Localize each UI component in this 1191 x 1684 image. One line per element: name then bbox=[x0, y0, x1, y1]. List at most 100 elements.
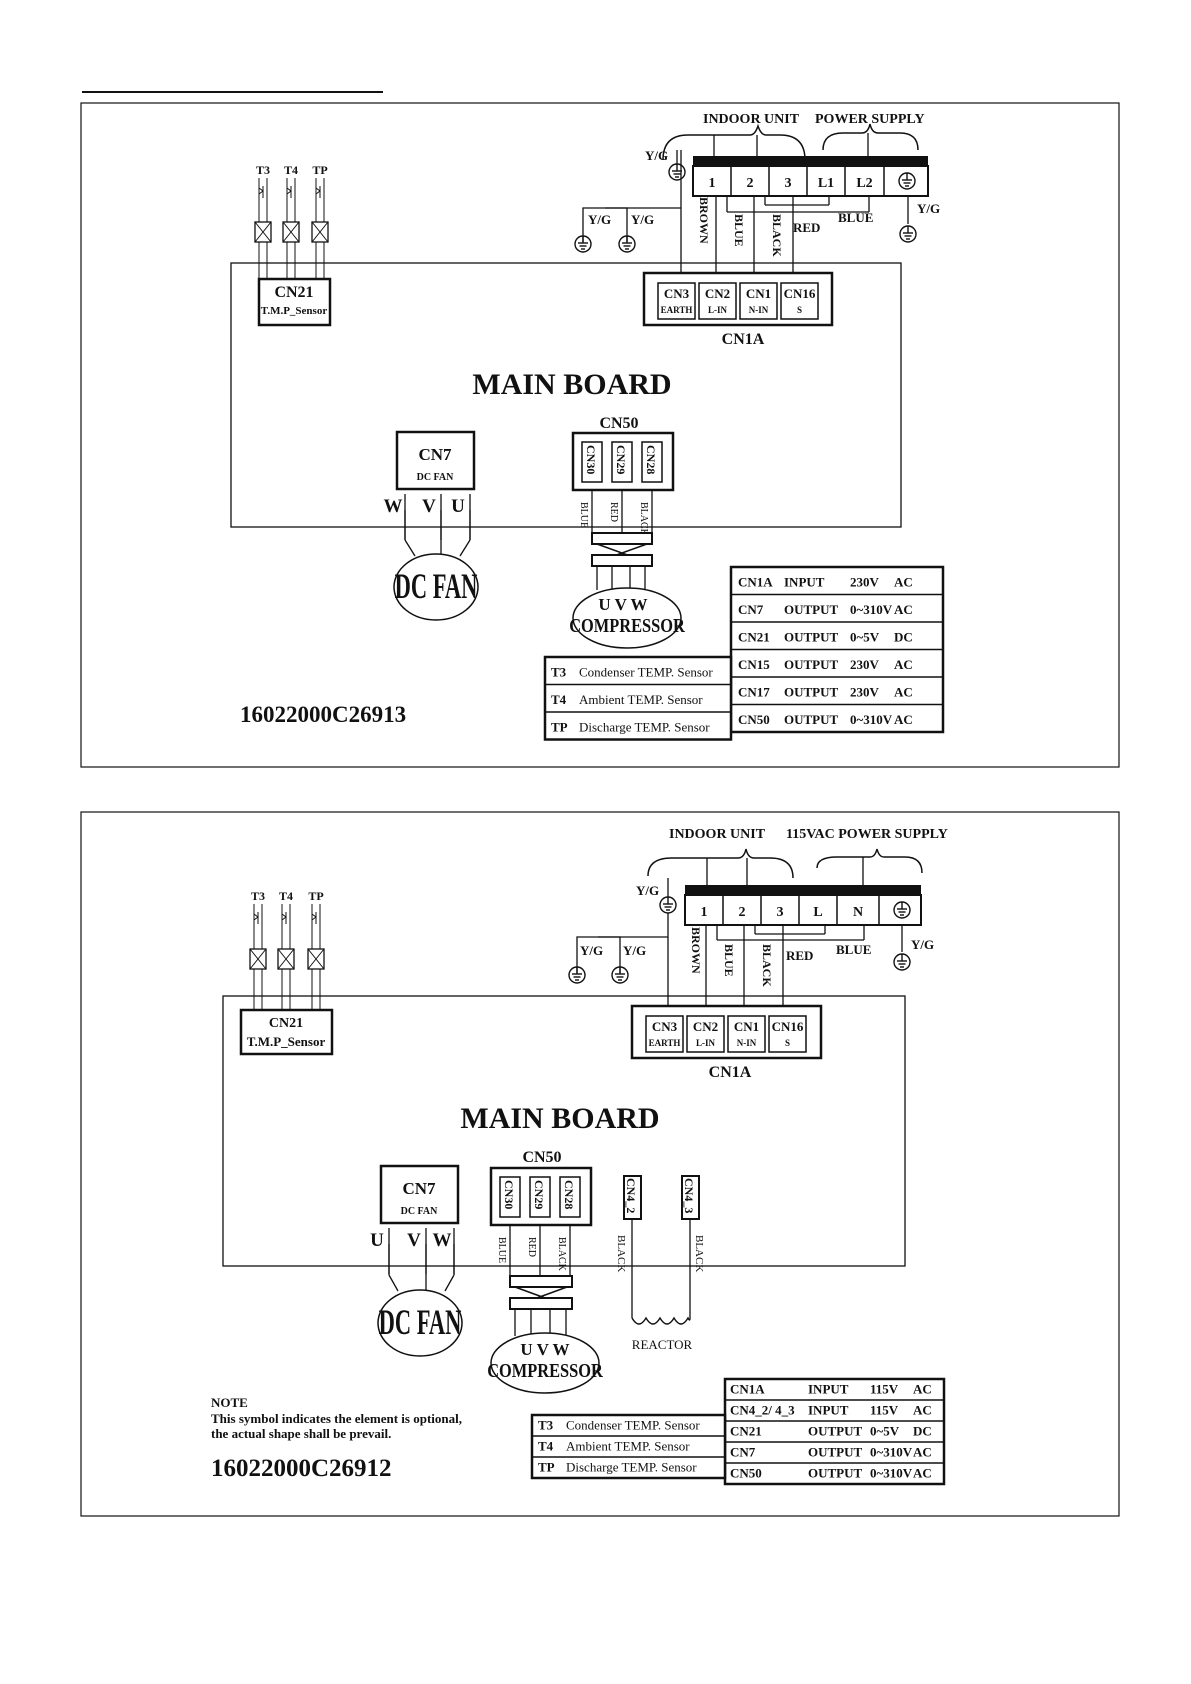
wire-label-blue: BLUE bbox=[722, 944, 736, 977]
wire-label: BLUE bbox=[496, 1237, 507, 1263]
svg-text:115V: 115V bbox=[870, 1403, 899, 1418]
yg-label-b: Y/G bbox=[631, 212, 654, 227]
part-code: 16022000C26913 bbox=[240, 702, 406, 727]
svg-text:OUTPUT: OUTPUT bbox=[784, 684, 839, 699]
svg-text:CN3: CN3 bbox=[664, 286, 690, 301]
sensor-label-t3: T3 bbox=[256, 163, 270, 177]
svg-text:230V: 230V bbox=[850, 574, 880, 589]
svg-text:DC: DC bbox=[894, 629, 913, 644]
svg-text:AC: AC bbox=[894, 574, 913, 589]
wire-label: BLACK bbox=[638, 502, 649, 537]
svg-text:CN16: CN16 bbox=[772, 1019, 804, 1034]
sensor-spec-table bbox=[543, 655, 733, 741]
reactor-coil bbox=[631, 1316, 691, 1325]
cn1a-label: CN1A bbox=[722, 331, 765, 348]
wire-label-black: BLACK bbox=[770, 214, 784, 257]
svg-text:N-IN: N-IN bbox=[737, 1038, 757, 1048]
pin-cn30 bbox=[499, 1176, 521, 1218]
connector-cn16 bbox=[780, 282, 819, 320]
svg-text:AC: AC bbox=[894, 602, 913, 617]
svg-text:Condenser TEMP. Sensor: Condenser TEMP. Sensor bbox=[566, 1418, 700, 1433]
svg-text:T4: T4 bbox=[538, 1439, 554, 1454]
cn50-label: CN50 bbox=[522, 1149, 561, 1166]
svg-text:CN2: CN2 bbox=[705, 286, 730, 301]
pin-cn30 bbox=[581, 441, 603, 483]
power-supply-label: POWER SUPPLY bbox=[815, 112, 925, 127]
tmp-sensor-label: T.M.P_Sensor bbox=[247, 1034, 326, 1049]
svg-text:AC: AC bbox=[913, 1466, 932, 1481]
svg-text:AC: AC bbox=[913, 1382, 932, 1397]
power-supply-label: 115VAC POWER SUPPLY bbox=[786, 827, 948, 842]
cn7-connector bbox=[379, 1164, 460, 1225]
svg-text:EARTH: EARTH bbox=[661, 305, 693, 315]
compressor-motor bbox=[490, 1332, 600, 1394]
svg-text:T4: T4 bbox=[551, 692, 567, 707]
svg-text:0~5V: 0~5V bbox=[870, 1424, 900, 1439]
fan-pin-w: W bbox=[433, 1230, 452, 1251]
svg-text:CN30: CN30 bbox=[584, 445, 598, 474]
svg-text:CN1: CN1 bbox=[746, 286, 771, 301]
sensor-label-t4: T4 bbox=[284, 163, 298, 177]
svg-text:AC: AC bbox=[913, 1403, 932, 1418]
tmp-sensor-label: T.M.P_Sensor bbox=[261, 305, 328, 317]
svg-text:L-IN: L-IN bbox=[696, 1038, 716, 1048]
cn7-dcfan-label: DC FAN bbox=[401, 1206, 439, 1217]
main-board-title: MAIN BOARD bbox=[460, 1102, 659, 1135]
terminal-2: 2 bbox=[747, 176, 754, 191]
cn21-connector bbox=[257, 277, 332, 327]
dc-fan-motor bbox=[377, 1289, 463, 1357]
wire-label-blue: BLUE bbox=[732, 214, 746, 247]
cn7-label: CN7 bbox=[418, 445, 452, 464]
connector-spec-table bbox=[723, 1377, 946, 1486]
svg-text:CN28: CN28 bbox=[644, 445, 658, 474]
wire-label-brown: BROWN bbox=[697, 197, 711, 244]
sensor-label-tp: TP bbox=[308, 889, 323, 903]
svg-text:230V: 230V bbox=[850, 684, 880, 699]
pin-cn28 bbox=[641, 441, 663, 483]
svg-text:AC: AC bbox=[894, 712, 913, 727]
svg-text:TP: TP bbox=[538, 1460, 555, 1475]
svg-text:S: S bbox=[797, 305, 802, 315]
compressor-uvw: U V W bbox=[520, 1340, 569, 1359]
yg-label: Y/G bbox=[645, 148, 668, 163]
svg-text:0~310V: 0~310V bbox=[870, 1445, 913, 1460]
wire-label-black: BLACK bbox=[760, 944, 774, 987]
svg-text:INPUT: INPUT bbox=[784, 574, 825, 589]
svg-text:CN3: CN3 bbox=[652, 1019, 678, 1034]
svg-text:0~310V: 0~310V bbox=[850, 602, 893, 617]
svg-text:OUTPUT: OUTPUT bbox=[784, 602, 839, 617]
svg-text:CN50: CN50 bbox=[730, 1466, 762, 1481]
svg-text:T3: T3 bbox=[538, 1418, 554, 1433]
terminal-1: 1 bbox=[709, 176, 716, 191]
svg-text:OUTPUT: OUTPUT bbox=[784, 712, 839, 727]
pin-cn29 bbox=[529, 1176, 551, 1218]
reactor-label: REACTOR bbox=[632, 1337, 693, 1352]
pin-cn28 bbox=[559, 1176, 581, 1218]
svg-text:CN7: CN7 bbox=[738, 602, 764, 617]
svg-text:CN21: CN21 bbox=[730, 1424, 762, 1439]
terminal-L: L bbox=[813, 905, 822, 920]
fan-pin-u: U bbox=[451, 496, 465, 517]
svg-text:0~310V: 0~310V bbox=[850, 712, 893, 727]
terminal-block bbox=[684, 894, 922, 926]
dc-fan-motor bbox=[393, 553, 479, 621]
dc-fan-label: DC FAN bbox=[379, 1303, 462, 1343]
svg-text:CN29: CN29 bbox=[532, 1180, 546, 1209]
sensor-label-t4: T4 bbox=[279, 889, 293, 903]
svg-text:CN28: CN28 bbox=[562, 1180, 576, 1209]
cn50-label: CN50 bbox=[599, 415, 638, 432]
terminal-N: N bbox=[853, 905, 863, 920]
diagram-1-frame bbox=[80, 102, 1120, 768]
sensor-spec-table bbox=[530, 1413, 727, 1480]
yg-label-right: Y/G bbox=[917, 201, 940, 216]
svg-text:OUTPUT: OUTPUT bbox=[808, 1445, 863, 1460]
